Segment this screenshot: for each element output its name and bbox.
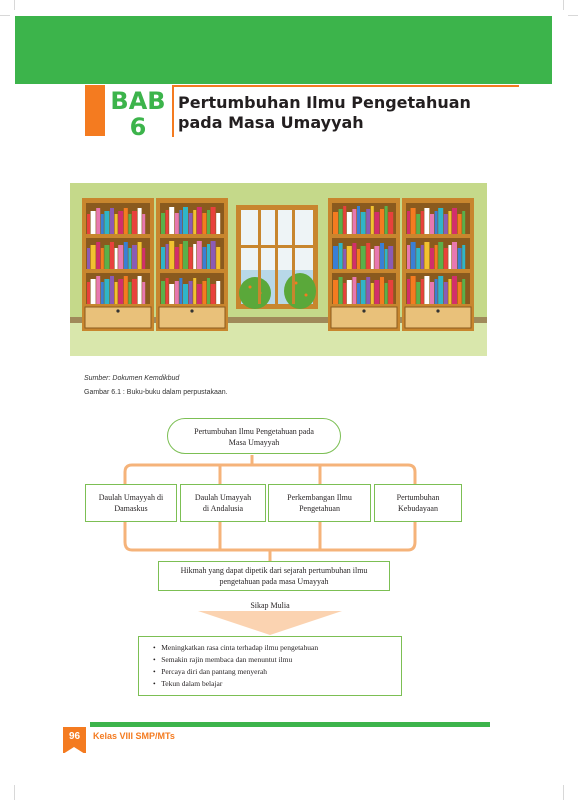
- diagram-top-box: Pertumbuhan Ilmu Pengetahuan pada Masa U…: [167, 418, 341, 454]
- page-number-tab: [63, 727, 86, 753]
- chapter-title-line1: Pertumbuhan Ilmu Pengetahuan: [178, 93, 471, 112]
- figure-caption: Gambar 6.1 : Buku-buku dalam perpustakaa…: [84, 389, 228, 396]
- page-number: 96: [68, 731, 81, 742]
- branch-label: Pengetahuan: [299, 504, 340, 513]
- diagram-connectors: [123, 455, 417, 635]
- branch-box-ilmu: Perkembangan Ilmu Pengetahuan: [268, 484, 371, 522]
- crop-mark: [563, 785, 564, 800]
- branch-label: Pertumbuhan: [396, 493, 440, 502]
- chapter-number: BAB 6: [108, 88, 168, 140]
- crop-mark: [14, 785, 15, 800]
- bullet-item: • Tekun dalam belajar: [153, 679, 223, 688]
- crop-mark: [14, 0, 15, 10]
- crop-mark: [563, 0, 564, 10]
- diagram-top-line2: Masa Umayyah: [228, 438, 280, 447]
- branch-label: Daulah Umayyah di: [98, 493, 164, 502]
- concept-diagram: Pertumbuhan Ilmu Pengetahuan pada Masa U…: [70, 410, 490, 706]
- bullet-item: • Meningkatkan rasa cinta terhadap ilmu …: [153, 643, 319, 652]
- branch-box-kebudayaan: Pertumbuhan Kebudayaan: [374, 484, 462, 522]
- top-green-band: [15, 16, 552, 84]
- sikap-label: Sikap Mulia: [250, 601, 290, 610]
- bullet-list: • Meningkatkan rasa cinta terhadap ilmu …: [153, 642, 318, 690]
- figure-source: Sumber: Dokumen Kemdikbud: [84, 375, 180, 382]
- library-baseboard: [70, 317, 487, 323]
- footer-class-label: Kelas VIII SMP/MTs: [93, 731, 175, 741]
- branch-label: Perkembangan Ilmu: [287, 493, 352, 502]
- title-rule: [172, 85, 519, 87]
- diagram-top-line1: Pertumbuhan Ilmu Pengetahuan pada: [194, 427, 314, 436]
- page-number-tab-notch: [63, 747, 85, 754]
- chapter-badge-stripe: [85, 85, 105, 136]
- chapter-title: Pertumbuhan Ilmu Pengetahuan pada Masa U…: [178, 93, 508, 133]
- branch-box-damaskus: Daulah Umayyah di Damaskus: [85, 484, 177, 522]
- branch-label: di Andalusia: [202, 504, 244, 513]
- window: [236, 205, 318, 309]
- bab-label: BAB: [110, 87, 166, 115]
- bab-number: 6: [129, 113, 147, 141]
- bookshelves: [82, 198, 474, 331]
- crop-mark: [568, 15, 578, 16]
- branch-label: Kebudayaan: [398, 504, 438, 513]
- branch-label: Daulah Umayyah: [194, 493, 252, 502]
- bullet-item: • Semakin rajin membaca dan menuntut ilm…: [153, 655, 293, 664]
- bullet-box: • Meningkatkan rasa cinta terhadap ilmu …: [138, 636, 402, 696]
- branch-label: Damaskus: [114, 504, 148, 513]
- chapter-title-line2: pada Masa Umayyah: [178, 113, 364, 132]
- title-divider: [172, 87, 174, 137]
- crop-mark: [0, 15, 10, 16]
- hikmah-box: Hikmah yang dapat dipetik dari sejarah p…: [158, 561, 390, 591]
- hikmah-line2: pengetahuan pada masa Umayyah: [219, 577, 329, 586]
- branch-box-andalusia: Daulah Umayyah di Andalusia: [180, 484, 266, 522]
- hikmah-line1: Hikmah yang dapat dipetik dari sejarah p…: [180, 566, 368, 575]
- sikap-arrow: [198, 611, 342, 635]
- library-illustration: [70, 183, 487, 356]
- footer-rule: [90, 722, 490, 727]
- bullet-item: • Percaya diri dan pantang menyerah: [153, 667, 268, 676]
